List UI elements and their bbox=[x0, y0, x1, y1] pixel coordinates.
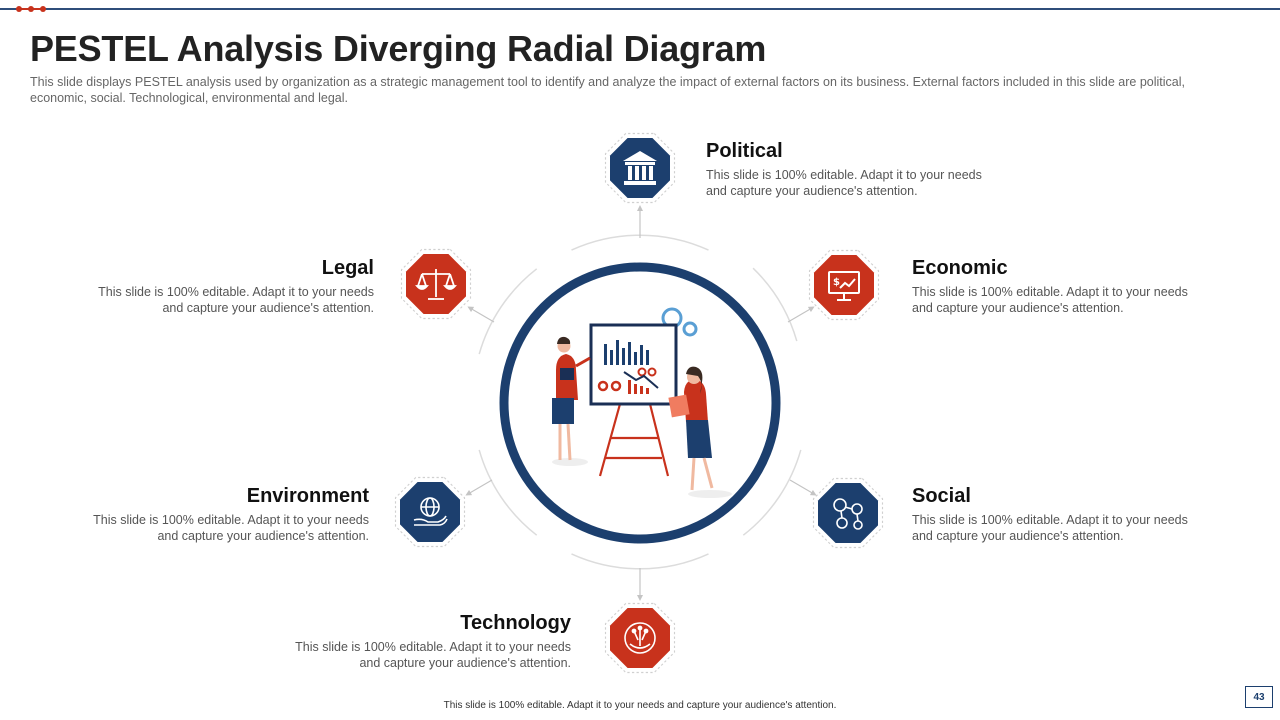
outer-ring bbox=[478, 234, 802, 570]
slide-subtitle: This slide displays PESTEL analysis used… bbox=[30, 75, 1185, 105]
monitor-chart-dollar-icon: $ bbox=[828, 271, 860, 301]
political-description: This slide is 100% editable. Adapt it to… bbox=[706, 168, 982, 198]
circuit-hand-icon bbox=[624, 622, 656, 654]
technology-text: Technology This slide is 100% editable. … bbox=[271, 611, 571, 671]
political-heading: Political bbox=[706, 140, 783, 162]
economic-description: This slide is 100% editable. Adapt it to… bbox=[912, 285, 1188, 315]
technology-heading: Technology bbox=[460, 612, 571, 634]
connector-arrows bbox=[465, 205, 817, 601]
top-dots-decoration bbox=[16, 5, 46, 13]
social-text: Social This slide is 100% editable. Adap… bbox=[912, 484, 1212, 544]
social-badge bbox=[812, 477, 884, 549]
technology-description: This slide is 100% editable. Adapt it to… bbox=[295, 640, 571, 670]
arrow-legal bbox=[467, 306, 495, 323]
political-badge bbox=[604, 132, 676, 204]
scales-of-justice-icon bbox=[415, 269, 457, 300]
slide-footer: This slide is 100% editable. Adapt it to… bbox=[443, 700, 837, 711]
top-rule bbox=[0, 8, 1280, 10]
globe-in-hand-icon bbox=[413, 497, 448, 526]
economic-text: Economic This slide is 100% editable. Ad… bbox=[912, 256, 1212, 316]
legal-description: This slide is 100% editable. Adapt it to… bbox=[98, 285, 374, 315]
presentation-illustration-icon bbox=[552, 307, 732, 498]
economic-badge: $ bbox=[808, 249, 880, 321]
environment-badge bbox=[394, 476, 466, 548]
economic-heading: Economic bbox=[912, 257, 1008, 279]
legal-heading: Legal bbox=[321, 257, 374, 279]
slide-title: PESTEL Analysis Diverging Radial Diagram bbox=[30, 28, 767, 69]
legal-badge bbox=[400, 248, 472, 320]
social-description: This slide is 100% editable. Adapt it to… bbox=[912, 513, 1188, 543]
legal-text: Legal This slide is 100% editable. Adapt… bbox=[74, 256, 374, 316]
environment-heading: Environment bbox=[246, 485, 369, 507]
people-network-icon bbox=[833, 498, 863, 530]
bank-building-icon bbox=[623, 151, 657, 185]
social-heading: Social bbox=[912, 485, 971, 507]
arrow-economic bbox=[787, 306, 815, 323]
arrow-environment bbox=[465, 479, 493, 496]
arrow-social bbox=[789, 479, 817, 496]
technology-badge bbox=[604, 602, 676, 674]
environment-text: Environment This slide is 100% editable.… bbox=[69, 484, 369, 544]
environment-description: This slide is 100% editable. Adapt it to… bbox=[93, 513, 369, 543]
political-text: Political This slide is 100% editable. A… bbox=[706, 139, 1006, 199]
page-number-badge: 43 bbox=[1245, 686, 1273, 708]
svg-text:$: $ bbox=[833, 277, 840, 288]
